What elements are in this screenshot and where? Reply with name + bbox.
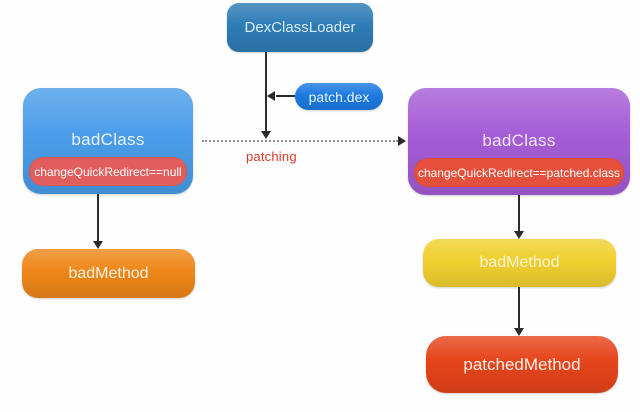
edge-patching-dotted-line <box>202 140 398 142</box>
node-patchedmethod: patchedMethod <box>426 336 618 393</box>
node-dexclassloader: DexClassLoader <box>227 3 373 52</box>
edge-dexclassloader-down-line <box>265 52 267 131</box>
edge-patchdex-arrowhead-left <box>267 91 275 101</box>
edge-badclass-patched-to-badmethod-line <box>518 195 520 231</box>
node-badmethod-original-label: badMethod <box>68 264 149 282</box>
node-badclass-original-label: badClass <box>71 130 145 149</box>
node-badclass-original: badClass changeQuickRedirect==null <box>23 88 193 194</box>
node-badclass-patched-label: badClass <box>482 131 556 150</box>
edge-badclass-patched-arrowhead-down <box>514 231 524 239</box>
edge-badmethod-arrowhead-down <box>514 328 524 336</box>
node-badmethod-patched-label: badMethod <box>479 254 560 271</box>
node-patch-dex-label: patch.dex <box>308 88 370 105</box>
node-dexclassloader-label: DexClassLoader <box>244 19 356 36</box>
edge-label-patching: patching <box>246 149 297 164</box>
badge-changequickredirect-null: changeQuickRedirect==null <box>29 157 187 186</box>
node-badmethod-patched: badMethod <box>423 239 616 287</box>
edge-patching-arrowhead-right <box>398 136 406 146</box>
node-patch-dex: patch.dex <box>295 83 383 110</box>
node-badclass-patched: badClass changeQuickRedirect==patched.cl… <box>408 88 630 195</box>
edge-badmethod-to-patchedmethod-line <box>518 287 520 328</box>
edge-dexclassloader-arrowhead-down <box>261 131 271 139</box>
node-patchedmethod-label: patchedMethod <box>463 354 581 374</box>
badge-changequickredirect-patched: changeQuickRedirect==patched.class <box>414 158 624 187</box>
edge-patchdex-left-line <box>276 95 295 97</box>
edge-badclass-original-arrowhead-down <box>93 241 103 249</box>
node-badmethod-original: badMethod <box>22 249 195 298</box>
edge-badclass-original-to-badmethod-line <box>97 194 99 241</box>
